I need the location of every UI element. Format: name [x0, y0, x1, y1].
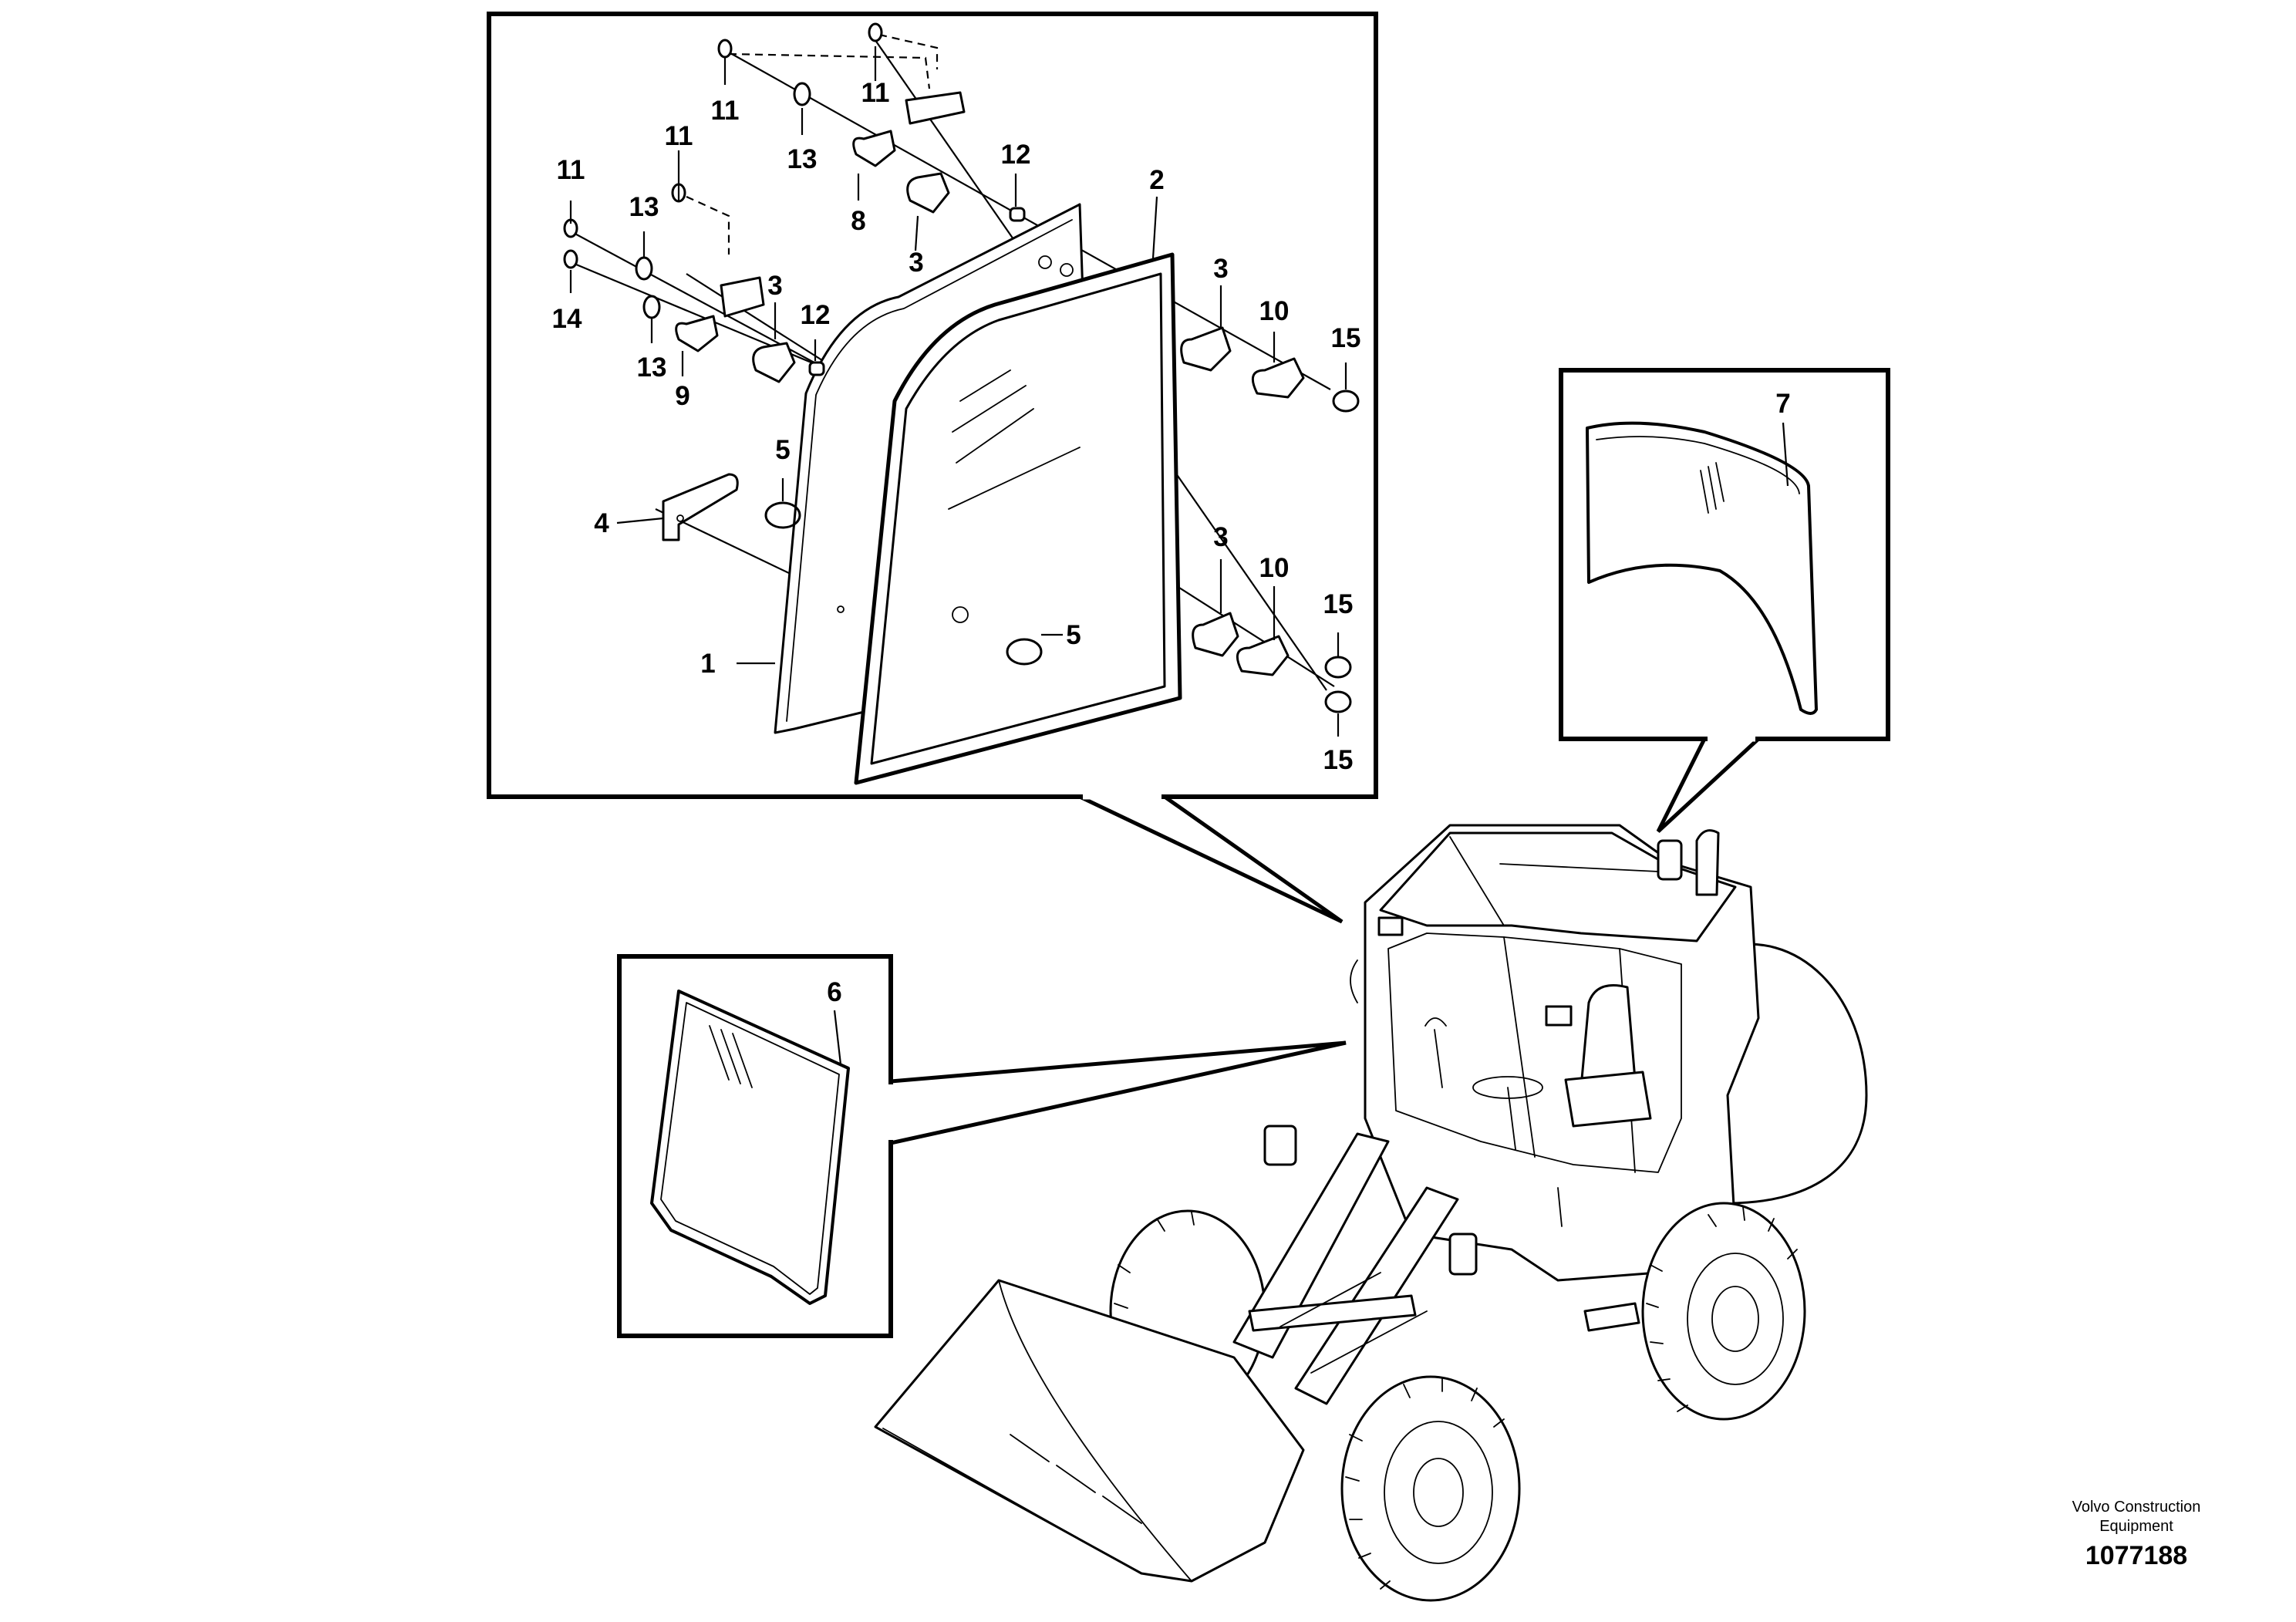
- callout-2: 2: [1149, 165, 1164, 195]
- figure-number: 1077188: [2085, 1541, 2187, 1570]
- callout-12: 12: [801, 300, 831, 330]
- callout-15: 15: [1323, 745, 1354, 775]
- callout-11: 11: [711, 96, 740, 126]
- callout-1: 1: [700, 649, 715, 679]
- callout-10: 10: [1259, 296, 1290, 326]
- callout-7: 7: [1775, 389, 1790, 419]
- callout-11: 11: [861, 78, 890, 108]
- brand-line-2: Equipment: [2099, 1518, 2173, 1535]
- wheel-loader-illustration: [874, 824, 1868, 1602]
- callout-14: 14: [552, 304, 582, 334]
- callout-10: 10: [1259, 553, 1290, 583]
- callout-5: 5: [1066, 620, 1081, 650]
- callout-13: 13: [629, 192, 659, 222]
- callout-15: 15: [1331, 323, 1361, 353]
- callout-8: 8: [851, 206, 865, 236]
- callout-3: 3: [1213, 522, 1228, 552]
- callout-11: 11: [665, 121, 693, 151]
- callout-15: 15: [1323, 589, 1354, 619]
- callout-4: 4: [594, 508, 609, 538]
- figure-footer: Volvo Construction Equipment 1077188: [2072, 1499, 2201, 1570]
- callout-12: 12: [1001, 140, 1031, 170]
- rear-window-inset: [1559, 368, 1890, 833]
- callout-6: 6: [827, 977, 841, 1007]
- callout-3: 3: [767, 271, 782, 301]
- brand-line-1: Volvo Construction: [2072, 1499, 2201, 1516]
- door-glass-exploded-view: [487, 12, 1378, 924]
- callout-3: 3: [1213, 254, 1228, 284]
- callout-11: 11: [557, 155, 585, 185]
- callout-13: 13: [637, 352, 667, 383]
- callout-labels: 1 2 3 3 3 3 4 5 5 6 7 8 9 10 10 11 11 11…: [552, 78, 1791, 1007]
- callout-13: 13: [787, 144, 818, 174]
- callout-3: 3: [909, 248, 923, 278]
- callout-5: 5: [775, 435, 790, 465]
- callout-9: 9: [675, 381, 689, 411]
- side-window-inset: [617, 954, 1347, 1338]
